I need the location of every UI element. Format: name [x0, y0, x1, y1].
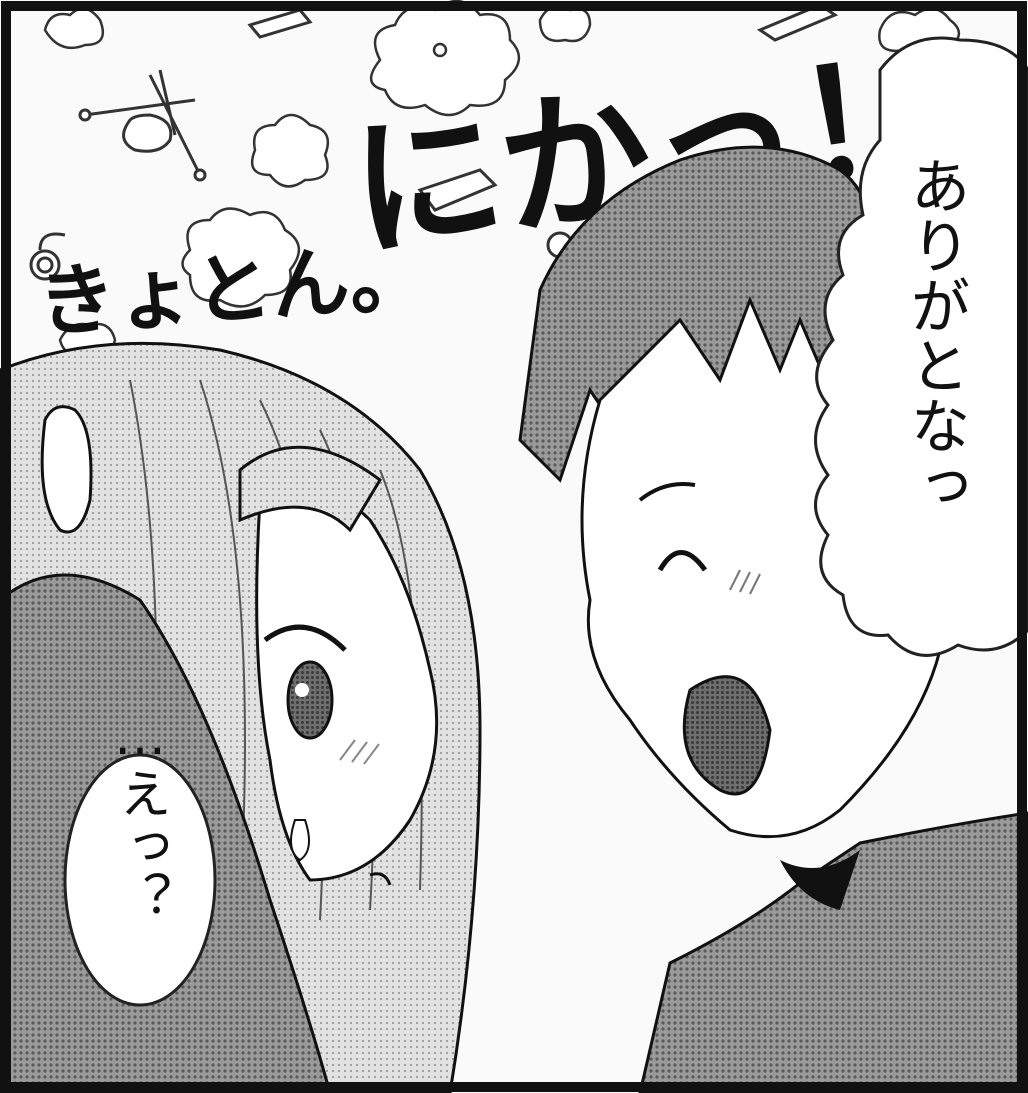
speech-girl-text: …えっ？ — [110, 707, 170, 923]
speech-boy-text: ありがとなっ — [900, 155, 970, 515]
girl-character — [0, 341, 482, 1093]
background-needle-doodles — [29, 3, 839, 281]
boy-speech-bubble: ありがとなっ — [814, 36, 1028, 657]
girl-speech-bubble: …えっ？ — [63, 707, 217, 1007]
